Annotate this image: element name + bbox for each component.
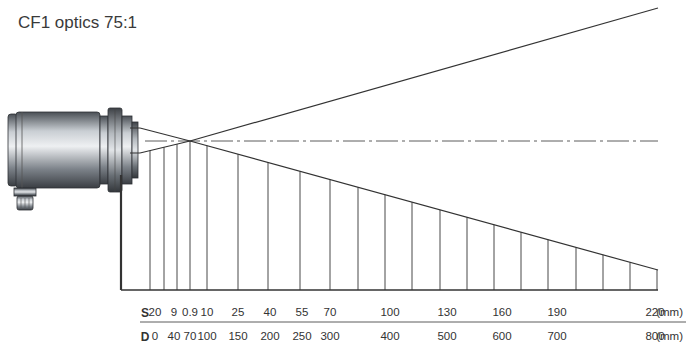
dimension-value: 500: [437, 331, 456, 343]
dimension-value: 700: [547, 331, 566, 343]
spot-line: [268, 163, 269, 291]
spot-line: [467, 217, 468, 290]
dimension-value: 20: [149, 307, 162, 319]
spot-line: [440, 210, 441, 290]
unit-label: (mm): [656, 307, 683, 319]
spot-line: [494, 225, 495, 290]
dimension-value: 190: [547, 307, 566, 319]
spot-line: [548, 240, 549, 290]
spot-line: [576, 247, 577, 290]
spot-line: [238, 154, 239, 290]
dimension-value: 40: [264, 307, 277, 319]
diagram-title: CF1 optics 75:1: [18, 14, 137, 31]
spot-size-lines: [150, 141, 657, 290]
dimension-value: 70: [324, 307, 337, 319]
spot-line: [630, 262, 631, 290]
row-heading: S: [141, 307, 149, 319]
dimension-value: 130: [437, 307, 456, 319]
dimension-value: 0.9: [182, 307, 198, 319]
spot-line: [412, 202, 413, 290]
spot-line: [603, 255, 604, 290]
dimension-value: 160: [492, 307, 511, 319]
spot-line: [521, 232, 522, 290]
spot-line: [164, 147, 165, 290]
spot-line: [207, 146, 208, 290]
dimension-value: 100: [197, 331, 216, 343]
spot-line: [385, 195, 386, 290]
dimension-value: 600: [492, 331, 511, 343]
beam-geometry: [121, 8, 686, 322]
unit-label: (mm): [656, 331, 683, 343]
dimension-value: 400: [380, 331, 399, 343]
dimension-value: 200: [260, 331, 279, 343]
spot-line: [657, 270, 658, 290]
row-heading: D: [141, 331, 150, 343]
dimension-value: 55: [296, 307, 309, 319]
sensor-housing: [8, 108, 138, 210]
spot-line: [150, 151, 151, 290]
dimension-value: 25: [232, 307, 245, 319]
spot-line: [190, 141, 191, 290]
dimension-value: 10: [201, 307, 214, 319]
dimension-value: 70: [184, 331, 197, 343]
dimension-value: 300: [320, 331, 339, 343]
spot-line: [177, 144, 178, 290]
dimension-value: 150: [228, 331, 247, 343]
spot-line: [300, 171, 301, 290]
spot-line: [330, 180, 331, 290]
dimension-value: 0: [152, 331, 158, 343]
spot-line: [358, 187, 359, 290]
dimension-value: 250: [292, 331, 311, 343]
dimension-value: 100: [380, 307, 399, 319]
dimension-value: 9: [171, 307, 177, 319]
dimension-value: 40: [168, 331, 181, 343]
